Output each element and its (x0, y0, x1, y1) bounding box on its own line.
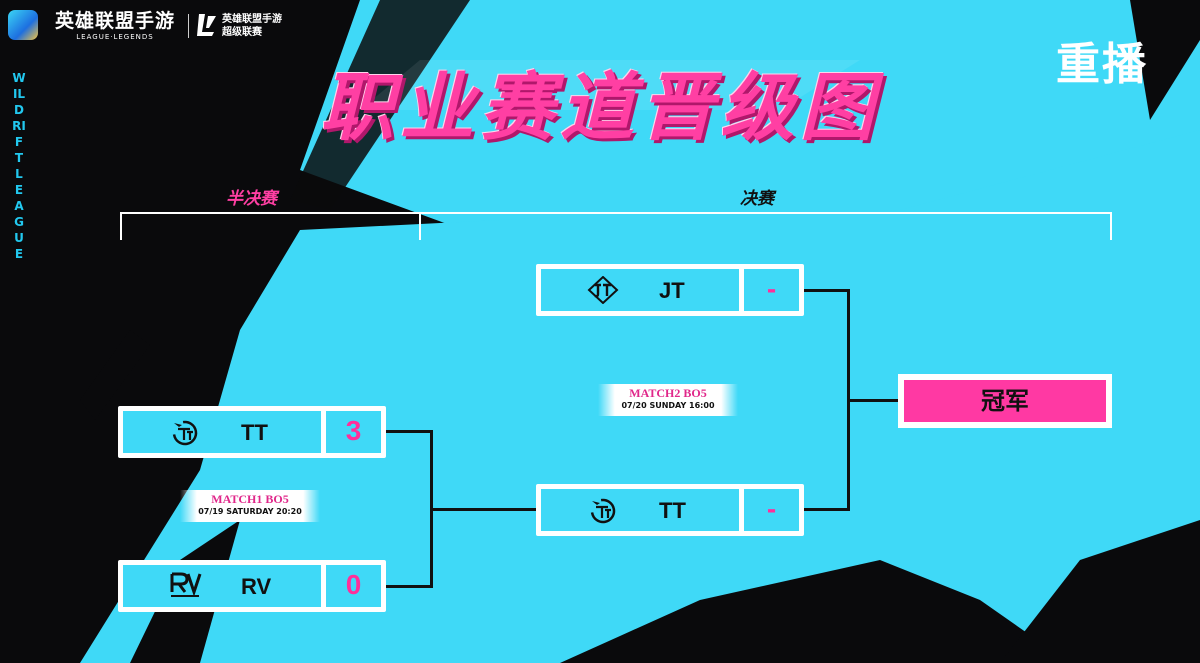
semifinal-team-1[interactable]: TT 3 (118, 406, 386, 458)
league-name: 英雄联盟手游 超级联赛 (222, 13, 282, 39)
champion-cell: 冠军 (904, 380, 1106, 422)
team-name: JT (659, 278, 685, 303)
team-name-cell: TT (123, 411, 321, 453)
team-score: 0 (345, 569, 362, 600)
team-name: TT (659, 498, 686, 523)
team-score: 3 (345, 415, 362, 446)
bracket-connector (802, 289, 850, 292)
match-date: 07/19 SATURDAY 20:20 (198, 507, 302, 516)
match-date: 07/20 SUNDAY 16:00 (621, 401, 715, 410)
match-title: MATCH2 BO5 (629, 386, 707, 400)
team-score: - (766, 273, 777, 304)
logo-divider (188, 14, 189, 38)
semifinal-team-2[interactable]: RV 0 (118, 560, 386, 612)
app-icon (8, 10, 38, 40)
side-vertical-text: WILD RIFT LEAGUE (12, 71, 26, 261)
jt-logo-icon (587, 276, 619, 304)
round-bracket-tick-mid (419, 212, 421, 240)
page-title: 职业赛道晋级图 (320, 66, 880, 149)
team-name-cell: JT (541, 269, 739, 311)
match-title: MATCH1 BO5 (211, 492, 289, 506)
league-logo-icon (197, 14, 216, 36)
bracket-connector (386, 585, 432, 588)
league-name-line1: 英雄联盟手游 (222, 14, 282, 25)
game-logo: 英雄联盟手游 LEAGUE·LEGENDS (55, 10, 175, 41)
final-team-1[interactable]: JT - (536, 264, 804, 316)
rv-logo-icon (170, 572, 202, 597)
team-score-cell: 3 (326, 411, 381, 453)
team-name: TT (241, 420, 268, 445)
team-name-cell: RV (123, 565, 321, 607)
replay-label[interactable]: 重播 (1056, 40, 1148, 89)
tt-logo-icon (590, 498, 616, 524)
final-label: 决赛 (740, 189, 774, 209)
team-name: RV (241, 574, 272, 599)
final-match-info: MATCH2 BO5 07/20 SUNDAY 16:00 (598, 384, 738, 416)
champion-label: 冠军 (981, 387, 1029, 415)
tt-logo-icon (172, 420, 198, 446)
game-logo-en: LEAGUE·LEGENDS (76, 33, 154, 41)
final-team-2[interactable]: TT - (536, 484, 804, 536)
round-bracket-line (120, 212, 1112, 214)
team-name-cell: TT (541, 489, 739, 531)
semifinal-match-info: MATCH1 BO5 07/19 SATURDAY 20:20 (180, 490, 320, 522)
team-score-cell: - (744, 269, 799, 311)
semifinal-label: 半决赛 (226, 189, 277, 209)
league-name-line2: 超级联赛 (222, 27, 262, 38)
game-logo-cn: 英雄联盟手游 (55, 10, 176, 32)
bracket-connector (430, 508, 536, 511)
round-bracket-tick-right (1110, 212, 1112, 240)
team-score-cell: 0 (326, 565, 381, 607)
team-score-cell: - (744, 489, 799, 531)
bracket-connector (847, 399, 900, 402)
bracket-connector (386, 430, 432, 433)
bracket-connector (802, 508, 850, 511)
champion-box[interactable]: 冠军 (898, 374, 1112, 428)
round-bracket-tick-left (120, 212, 122, 240)
team-score: - (766, 493, 777, 524)
